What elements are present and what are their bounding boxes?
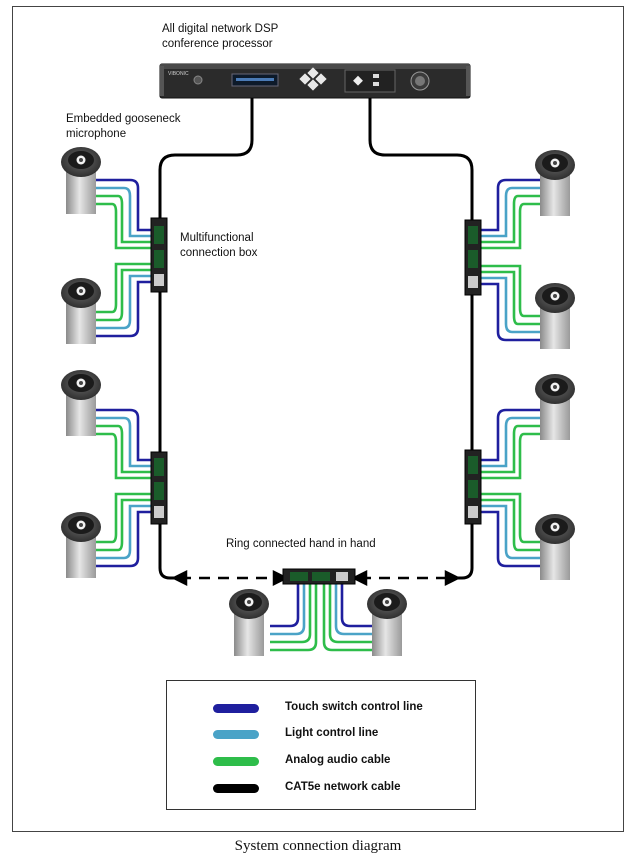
legend-item-touch-switch: Touch switch control line	[167, 699, 475, 719]
legend-item-light-control: Light control line	[167, 725, 475, 745]
legend-label: Light control line	[285, 727, 379, 739]
wires-right-bottom	[480, 408, 540, 568]
wires-left-top	[96, 178, 152, 338]
microphone-right-4	[535, 514, 575, 580]
connection-box-left-top	[150, 217, 168, 293]
figure-caption: System connection diagram	[234, 838, 402, 854]
microphone-bottom-left	[229, 589, 269, 656]
legend-label: CAT5e network cable	[285, 781, 401, 793]
microphone-right-2	[535, 283, 575, 349]
microphone-right-3	[535, 374, 575, 440]
microphone-label: Embedded gooseneck microphone	[66, 113, 181, 140]
legend-swatch	[213, 704, 259, 713]
connection-box-label: Multifunctional connection box	[180, 232, 258, 259]
legend-swatch	[213, 784, 259, 793]
legend-item-cat5e: CAT5e network cable	[167, 779, 475, 799]
ring-label: Ring connected hand in hand	[226, 538, 376, 550]
legend-item-analog-audio: Analog audio cable	[167, 752, 475, 772]
connection-box-bottom-center	[282, 568, 356, 585]
microphone-left-1	[61, 147, 101, 214]
legend-label: Touch switch control line	[285, 701, 423, 713]
wires-right-top	[480, 178, 540, 342]
microphone-left-4	[61, 512, 101, 578]
legend-label: Analog audio cable	[285, 754, 391, 766]
wires-bottom-center	[270, 584, 372, 652]
legend-swatch	[213, 757, 259, 766]
processor-label: All digital network DSP conference proce…	[162, 23, 279, 50]
ring-connection-dashed	[171, 569, 461, 587]
microphones	[61, 147, 575, 656]
legend: Touch switch control line Light control …	[166, 680, 476, 810]
legend-swatch	[213, 730, 259, 739]
cat5e-network-cable	[158, 98, 474, 580]
processor-brand: VIBONIC	[168, 71, 189, 77]
dsp-processor: VIBONIC	[159, 63, 471, 99]
microphone-left-2	[61, 278, 101, 344]
wires-left-bottom	[96, 408, 152, 568]
microphone-left-3	[61, 370, 101, 436]
diagram-frame	[12, 6, 624, 832]
connection-box-left-bottom	[150, 451, 168, 525]
connection-box-right-bottom	[464, 449, 482, 525]
connection-box-right-top	[464, 219, 482, 296]
microphone-bottom-right	[367, 589, 407, 656]
microphone-right-1	[535, 150, 575, 216]
